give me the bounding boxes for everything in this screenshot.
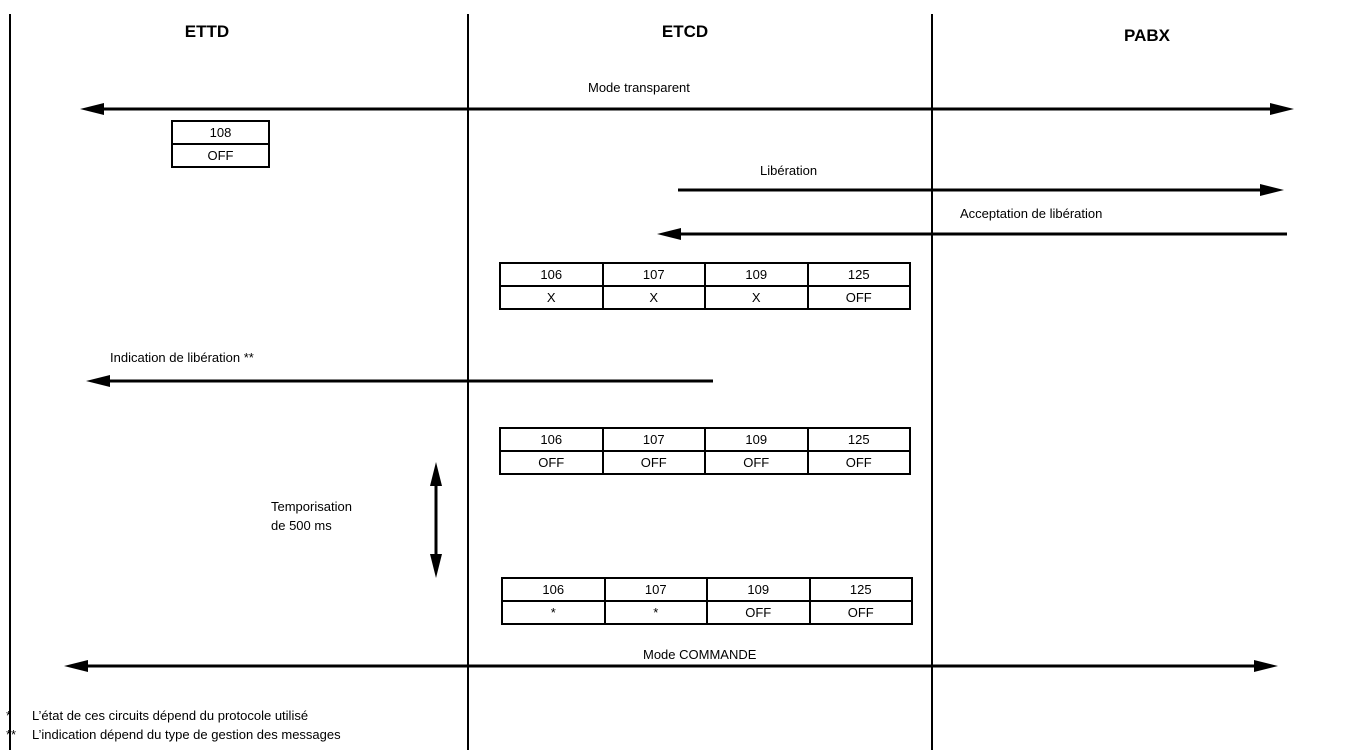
table-cell: 106: [499, 427, 604, 452]
column-title-etcd: ETCD: [661, 22, 709, 41]
table-cell: 125: [808, 577, 913, 602]
label-indication: Indication de libération **: [110, 350, 254, 365]
table-cell: OFF: [704, 450, 809, 475]
label-mode-commande: Mode COMMANDE: [643, 647, 757, 662]
column-title-ettd: ETTD: [184, 22, 230, 41]
circuit-table-2: 106 107 109 125 OFF OFF OFF OFF: [499, 427, 911, 475]
footnote-1-mark: *: [6, 708, 12, 723]
etcd-pabx-divider: [931, 14, 933, 750]
table-cell: OFF: [808, 600, 913, 625]
table-cell: 109: [704, 262, 809, 287]
label-temporisation-line2: de 500 ms: [271, 518, 332, 533]
footnote-2-mark: **: [6, 727, 17, 742]
arrow-temporisation: [430, 462, 442, 578]
table-cell: *: [603, 600, 708, 625]
circuit-108-value: OFF: [171, 143, 270, 168]
left-border-line: [9, 14, 11, 750]
label-mode-transparent: Mode transparent: [588, 80, 690, 95]
arrow-mode-commande: [64, 660, 1278, 672]
table-row: 106 107 109 125: [499, 427, 911, 452]
table-cell: X: [601, 285, 706, 310]
column-title-pabx: PABX: [1124, 26, 1170, 45]
table-row: * * OFF OFF: [501, 600, 913, 625]
table-cell: 109: [706, 577, 811, 602]
arrow-liberation: [678, 184, 1284, 196]
table-cell: 106: [499, 262, 604, 287]
arrow-indication: [86, 375, 713, 387]
label-temporisation: Temporisation de 500 ms: [271, 497, 352, 535]
table-row: X X X OFF: [499, 285, 911, 310]
circuit-table-1: 106 107 109 125 X X X OFF: [499, 262, 911, 310]
footnote-2-text: L’indication dépend du type de gestion d…: [32, 727, 341, 742]
table-cell: X: [499, 285, 604, 310]
table-cell: *: [501, 600, 606, 625]
table-cell: OFF: [806, 450, 911, 475]
table-row: OFF OFF OFF OFF: [499, 450, 911, 475]
label-acceptation: Acceptation de libération: [960, 206, 1103, 221]
footnote-1-text: L’état de ces circuits dépend du protoco…: [32, 708, 309, 723]
table-row: 106 107 109 125: [499, 262, 911, 287]
table-cell: 107: [601, 262, 706, 287]
label-temporisation-line1: Temporisation: [271, 499, 352, 514]
table-cell: 107: [603, 577, 708, 602]
arrow-acceptation: [657, 228, 1287, 240]
table-cell: 125: [806, 262, 911, 287]
table-cell: 109: [704, 427, 809, 452]
table-cell: 125: [806, 427, 911, 452]
table-cell: X: [704, 285, 809, 310]
label-liberation: Libération: [760, 163, 818, 178]
table-cell: OFF: [499, 450, 604, 475]
circuit-108-table: 108 OFF: [171, 120, 270, 168]
arrow-mode-transparent: [80, 103, 1294, 115]
circuit-108-header: 108: [171, 120, 270, 145]
table-row: 106 107 109 125: [501, 577, 913, 602]
table-cell: 106: [501, 577, 606, 602]
table-cell: OFF: [806, 285, 911, 310]
footnote-2: ** L’indication dépend du type de gestion…: [6, 727, 341, 742]
table-cell: OFF: [601, 450, 706, 475]
circuit-table-3: 106 107 109 125 * * OFF OFF: [501, 577, 913, 625]
table-cell: 107: [601, 427, 706, 452]
footnote-1: * L’état de ces circuits dépend du protoc…: [6, 708, 308, 723]
table-cell: OFF: [706, 600, 811, 625]
